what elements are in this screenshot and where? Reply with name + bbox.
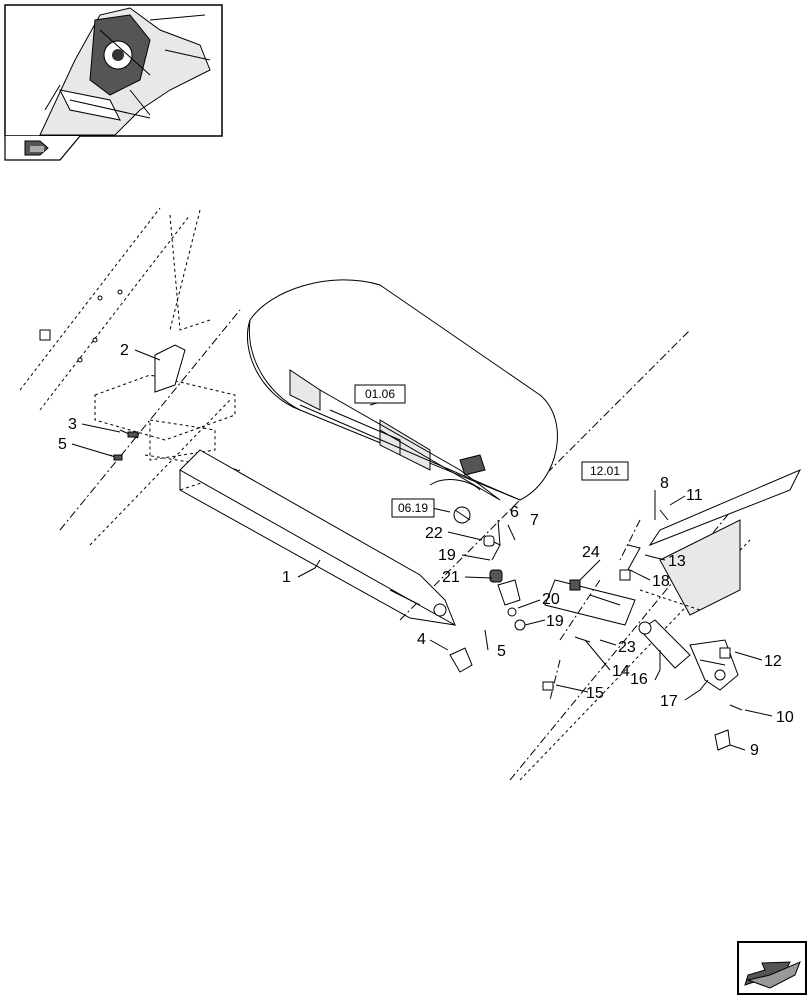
part-1-bar[interactable] bbox=[179, 449, 456, 627]
thumbnail-view[interactable] bbox=[4, 4, 223, 161]
part-24-plate[interactable] bbox=[544, 579, 636, 626]
callout-5: 5 bbox=[497, 643, 506, 660]
next-page-button[interactable] bbox=[737, 941, 807, 995]
part-13-bolt[interactable] bbox=[619, 544, 641, 581]
part-14-pin[interactable] bbox=[574, 636, 591, 643]
callout-7: 7 bbox=[530, 512, 539, 529]
part-17-hook[interactable] bbox=[689, 639, 739, 691]
frame-outline bbox=[19, 207, 802, 781]
callout-19: 19 bbox=[546, 613, 564, 630]
part-4-clip[interactable] bbox=[449, 647, 473, 673]
callout-9: 9 bbox=[750, 742, 759, 759]
callout-17: 17 bbox=[660, 693, 678, 710]
callout-14: 14 bbox=[612, 663, 630, 680]
callout-19: 19 bbox=[438, 547, 456, 564]
callout-13: 13 bbox=[668, 553, 686, 570]
thumbnail-toggle-icon[interactable] bbox=[24, 140, 49, 156]
callout-23: 23 bbox=[618, 639, 636, 656]
reference-box-0619[interactable]: 06.19 bbox=[391, 498, 435, 518]
callout-5: 5 bbox=[58, 436, 67, 453]
part-15-screw[interactable] bbox=[542, 681, 554, 691]
reference-box-1201[interactable]: 12.01 bbox=[581, 461, 629, 481]
callout-2: 2 bbox=[120, 342, 129, 359]
callout-15: 15 bbox=[586, 685, 604, 702]
callout-10: 10 bbox=[776, 709, 794, 726]
callout-18: 18 bbox=[652, 573, 670, 590]
thumbnail-machine-sketch bbox=[39, 7, 211, 136]
callout-21: 21 bbox=[442, 569, 460, 586]
reference-label: 01.06 bbox=[365, 387, 395, 401]
callout-12: 12 bbox=[764, 653, 782, 670]
small-bracket-group[interactable] bbox=[483, 535, 526, 631]
fitting-0619[interactable] bbox=[453, 506, 471, 524]
reference-label: 12.01 bbox=[590, 464, 620, 478]
callout-16: 16 bbox=[630, 671, 648, 688]
part-9-bolt[interactable] bbox=[714, 729, 731, 751]
callout-6: 6 bbox=[510, 504, 519, 521]
callout-11: 11 bbox=[686, 487, 703, 504]
part-12-nut[interactable] bbox=[719, 647, 731, 659]
callout-3: 3 bbox=[68, 416, 77, 433]
leader-lines bbox=[71, 349, 773, 751]
callout-22: 22 bbox=[425, 525, 443, 542]
part-2-block[interactable] bbox=[154, 344, 186, 393]
reference-label: 06.19 bbox=[398, 501, 428, 515]
callout-1: 1 bbox=[282, 569, 291, 586]
callout-8: 8 bbox=[660, 475, 669, 492]
callout-labels: 1 2 3 4 5 5 6 7 8 9 10 11 12 13 14 15 16… bbox=[58, 342, 794, 759]
arrow-forward-icon bbox=[744, 961, 801, 989]
part-16-sleeve[interactable] bbox=[638, 619, 691, 669]
reference-box-0106[interactable]: 01.06 bbox=[354, 384, 406, 404]
part-10-washer[interactable] bbox=[729, 704, 743, 711]
part-3-pin[interactable] bbox=[119, 429, 139, 439]
callout-4: 4 bbox=[417, 631, 426, 648]
callout-20: 20 bbox=[542, 591, 560, 608]
callout-24: 24 bbox=[582, 544, 600, 561]
part-11-pin[interactable] bbox=[659, 509, 669, 521]
